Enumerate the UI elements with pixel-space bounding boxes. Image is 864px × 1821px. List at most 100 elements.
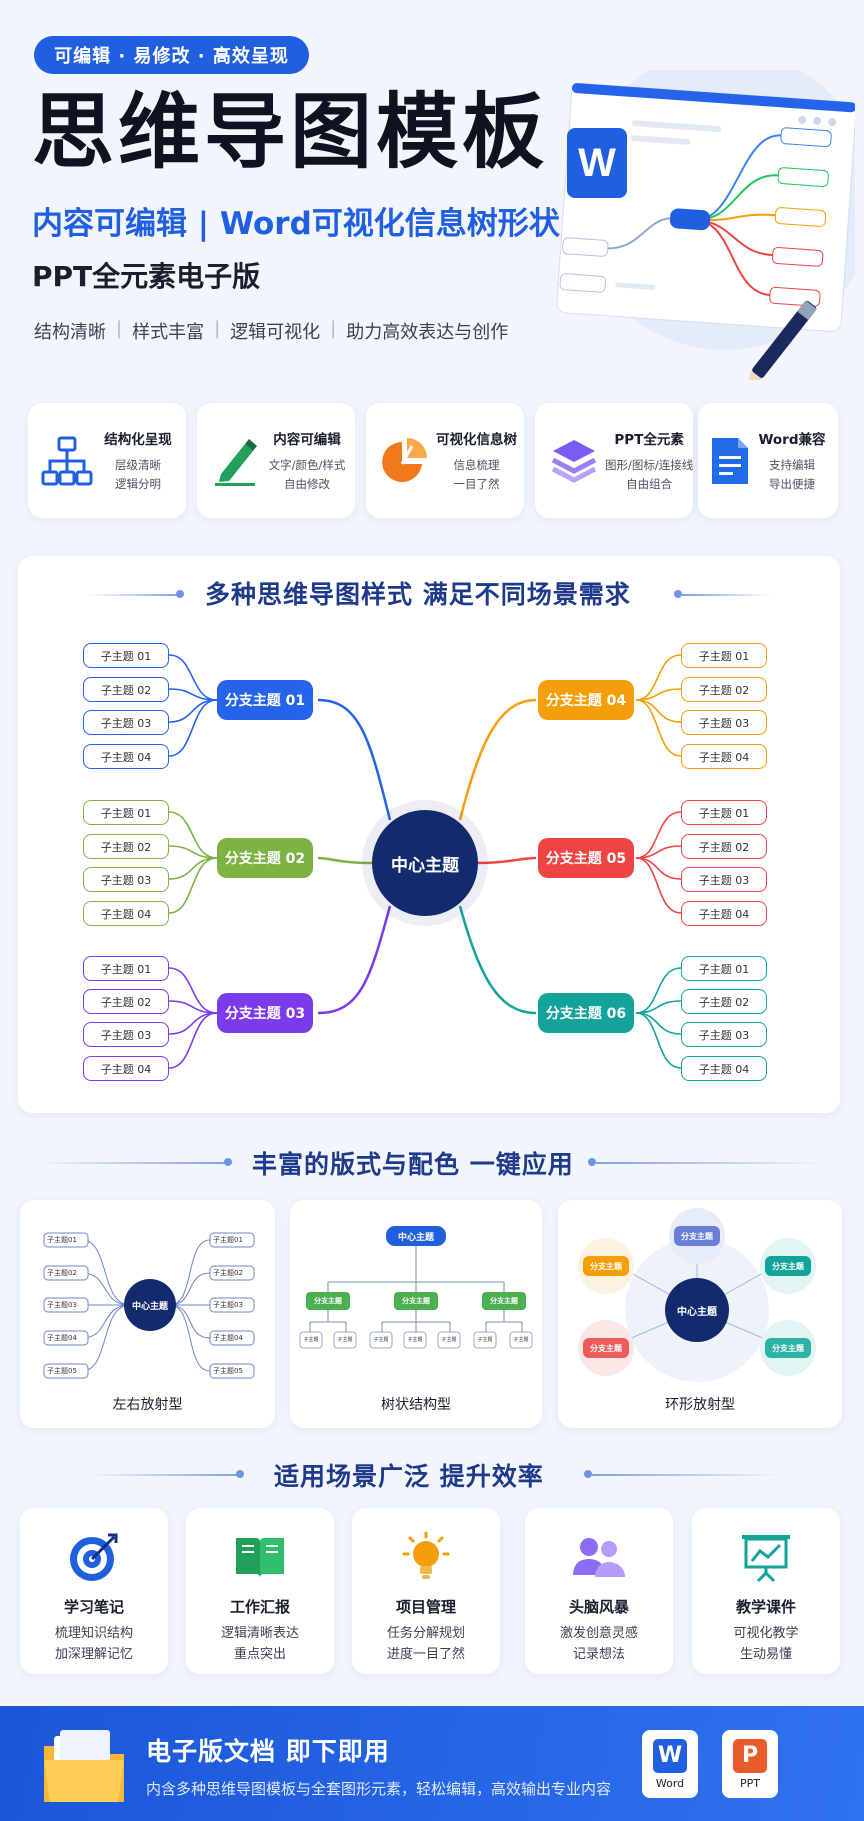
leaf-node[interactable]: 子主题 03: [681, 710, 767, 735]
layout-branch: 分支主题: [314, 1297, 342, 1305]
leaf-node[interactable]: 子主题 04: [83, 901, 169, 926]
leaf-node[interactable]: 子主题 03: [83, 867, 169, 892]
leaf-node[interactable]: 子主题 01: [681, 643, 767, 668]
layout-card-radial-lr[interactable]: 子主题01 子主题02 子主题03 子主题04 子主题05 子主题01 子主题0…: [20, 1200, 275, 1428]
ppt-file-button[interactable]: P PPT: [722, 1730, 778, 1798]
leaf-node[interactable]: 子主题 04: [681, 744, 767, 769]
leaf-node[interactable]: 子主题 04: [83, 744, 169, 769]
branch-node-03[interactable]: 分支主题 03: [217, 993, 313, 1033]
pencil-icon: [205, 430, 267, 492]
leaf-node[interactable]: 子主题 04: [83, 1056, 169, 1081]
leaf-node[interactable]: 子主题 01: [83, 643, 169, 668]
layout-card-ring[interactable]: 中心主题 分支主题 分支主题 分支主题 分支主题 分支主题 环形放射型: [558, 1200, 842, 1428]
leaf-node[interactable]: 子主题 04: [681, 1056, 767, 1081]
presentation-icon: [692, 1524, 840, 1590]
feature-card-ppt-elements: PPT全元素图形/图标/连接线自由组合: [535, 403, 693, 518]
leaf-node[interactable]: 子主题 02: [681, 989, 767, 1014]
tag: 结构清晰: [34, 322, 106, 343]
scene-card-brainstorm: 头脑风暴 激发创意灵感 记录想法: [525, 1508, 673, 1674]
leaf-node[interactable]: 子主题 01: [681, 800, 767, 825]
leaf-node[interactable]: 子主题 02: [83, 834, 169, 859]
layout-leaf: 子主题03: [213, 1301, 243, 1309]
leaf-node[interactable]: 子主题 02: [681, 834, 767, 859]
layout-branch: 分支主题: [772, 1262, 804, 1271]
scene-title: 头脑风暴: [568, 1598, 629, 1616]
page-subtitle: 内容可编辑 | Word可视化信息树形状: [32, 206, 560, 242]
feature-title: PPT全元素: [614, 432, 684, 449]
scene-desc: 重点突出: [233, 1647, 286, 1663]
leaf-node[interactable]: 子主题 01: [83, 800, 169, 825]
layout-card-tree[interactable]: 中心主题 分支主题 分支主题 分支主题 子主题 子主题 子主题 子主题 子主题 …: [290, 1200, 542, 1428]
tag: 助力高效表达与创作: [346, 322, 509, 343]
page-subtitle-2: PPT全元素电子版: [32, 260, 261, 293]
layout-leaf: 子主题: [477, 1337, 493, 1343]
feature-desc: 一目了然: [453, 476, 500, 491]
layout-center-label: 中心主题: [397, 1233, 434, 1243]
feature-card-visual-tree: 可视化信息树信息梳理一目了然: [366, 403, 524, 518]
leaf-node[interactable]: 子主题 02: [83, 677, 169, 702]
branch-node-05[interactable]: 分支主题 05: [538, 838, 634, 878]
scene-desc: 梳理知识结构: [54, 1626, 133, 1641]
scene-desc: 进度一目了然: [386, 1647, 465, 1663]
mindmap-center-node[interactable]: 中心主题: [372, 810, 478, 916]
feature-desc: 导出便捷: [769, 476, 815, 491]
branch-node-04[interactable]: 分支主题 04: [538, 680, 634, 720]
ppt-icon: P: [733, 1738, 767, 1773]
scene-title: 学习笔记: [63, 1598, 124, 1616]
leaf-node[interactable]: 子主题 03: [83, 710, 169, 735]
layout-leaf: 子主题02: [213, 1269, 243, 1277]
layout-branch: 分支主题: [402, 1297, 430, 1305]
word-logo-icon: W: [567, 128, 627, 198]
layouts-heading: 丰富的版式与配色 一键应用: [252, 1150, 574, 1179]
layers-icon: [543, 430, 605, 492]
leaf-node[interactable]: 子主题 02: [681, 677, 767, 702]
leaf-node[interactable]: 子主题 03: [681, 867, 767, 892]
feature-card-word: Word兼容支持编辑导出便捷: [698, 403, 838, 518]
leaf-node[interactable]: 子主题 03: [681, 1022, 767, 1047]
feature-desc: 文字/颜色/样式: [268, 458, 346, 473]
feature-title: 可视化信息树: [436, 432, 517, 449]
scene-title: 教学课件: [735, 1598, 796, 1616]
tag-line: 结构清晰| 样式丰富| 逻辑可视化| 助力高效表达与创作: [34, 318, 509, 343]
leaf-node[interactable]: 子主题 01: [681, 956, 767, 981]
scene-desc: 任务分解规划: [386, 1626, 465, 1641]
scene-card-report: 工作汇报 逻辑清晰表达 重点突出: [186, 1508, 334, 1674]
branch-node-01[interactable]: 分支主题 01: [217, 680, 313, 720]
layout-leaf: 子主题: [303, 1337, 319, 1343]
pie-chart-icon: [374, 430, 436, 492]
feature-desc: 图形/图标/连接线: [605, 458, 694, 473]
people-icon: [525, 1524, 673, 1590]
leaf-node[interactable]: 子主题 02: [83, 989, 169, 1014]
scene-card-study: 学习笔记 梳理知识结构 加深理解记忆: [20, 1508, 168, 1674]
layout-leaf: 子主题03: [47, 1301, 77, 1309]
feature-desc: 信息梳理: [453, 458, 500, 473]
scene-desc: 记录想法: [572, 1647, 625, 1663]
layout-caption: 树状结构型: [381, 1397, 451, 1413]
page-title: 思维导图模板: [32, 85, 549, 180]
feature-desc: 自由修改: [284, 476, 330, 491]
feature-card-editable: 内容可编辑文字/颜色/样式自由修改: [197, 403, 355, 518]
layout-leaf: 子主题: [513, 1337, 529, 1343]
feature-pill: 可编辑 · 易修改 · 高效呈现: [34, 36, 309, 74]
word-label: Word: [655, 1776, 685, 1790]
footer-desc: 内含多种思维导图模板与全套图形元素，轻松编辑，高效输出专业内容: [146, 1780, 612, 1798]
folder-icon: [44, 1730, 124, 1802]
feature-title: 结构化呈现: [104, 432, 172, 449]
scene-desc: 逻辑清晰表达: [220, 1626, 299, 1641]
hero-illustration: W: [556, 70, 855, 380]
lightbulb-icon: [352, 1524, 500, 1590]
branch-node-06[interactable]: 分支主题 06: [538, 993, 634, 1033]
leaf-node[interactable]: 子主题 04: [681, 901, 767, 926]
scenes-heading: 适用场景广泛 提升效率: [274, 1462, 544, 1491]
mindmap-connectors: [168, 654, 682, 1069]
leaf-node[interactable]: 子主题 03: [83, 1022, 169, 1047]
leaf-node[interactable]: 子主题 01: [83, 956, 169, 981]
scene-title: 工作汇报: [229, 1598, 290, 1616]
feature-desc: 支持编辑: [769, 458, 815, 473]
branch-node-02[interactable]: 分支主题 02: [217, 838, 313, 878]
scene-desc: 加深理解记忆: [54, 1647, 133, 1663]
word-file-button[interactable]: W Word: [642, 1730, 698, 1798]
feature-card-structure: 结构化呈现层级清晰逻辑分明: [28, 403, 186, 518]
layout-branch: 分支主题: [772, 1344, 804, 1353]
layout-leaf: 子主题: [407, 1337, 423, 1343]
